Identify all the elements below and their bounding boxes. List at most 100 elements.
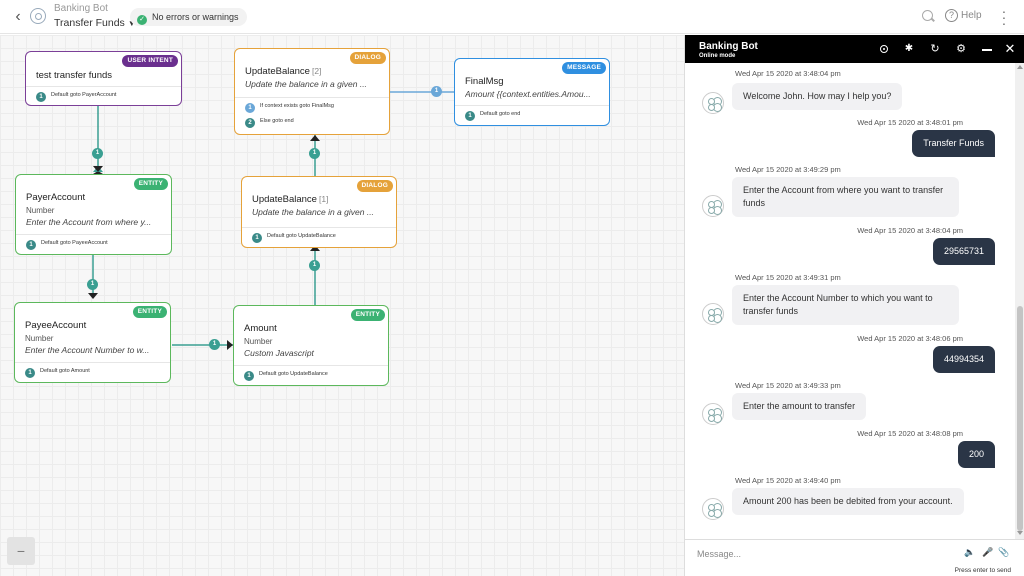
- node-divider: [234, 365, 388, 366]
- node-payer-account[interactable]: ENTITY PayerAccount Number Enter the Acc…: [15, 174, 172, 255]
- task-selector[interactable]: Transfer Funds▼: [54, 17, 136, 29]
- message-time: Wed Apr 15 2020 at 3:49:33 pm: [735, 381, 841, 390]
- chat-scrollbar[interactable]: [1015, 63, 1024, 539]
- bot-name: Banking Bot: [54, 3, 108, 14]
- node-description: Update the balance in a given ...: [252, 207, 374, 217]
- bot-avatar-icon: [702, 498, 724, 520]
- message-time: Wed Apr 15 2020 at 3:48:06 pm: [857, 334, 963, 343]
- record-icon[interactable]: [878, 43, 890, 55]
- message-bubble: 200: [957, 441, 995, 468]
- bot-avatar-icon: [702, 403, 724, 425]
- scroll-up-icon[interactable]: [1017, 65, 1023, 69]
- node-title: PayerAccount: [26, 192, 86, 203]
- connector-badge: 1: [209, 339, 220, 350]
- scroll-down-icon[interactable]: [1017, 531, 1023, 535]
- node-type-tag: DIALOG: [349, 52, 386, 64]
- chat-header: Banking Bot Online mode ✱ ↻ ⚙ ✕: [685, 35, 1024, 63]
- message-bubble: Amount 200 has been be debited from your…: [732, 488, 964, 515]
- bot-logo-icon: [30, 8, 46, 24]
- node-divider: [455, 105, 609, 106]
- message-bubble: Enter the Account from where you want to…: [732, 177, 959, 217]
- help-button[interactable]: ?Help: [945, 9, 982, 22]
- node-title: test transfer funds: [36, 70, 113, 81]
- search-icon[interactable]: [922, 10, 933, 21]
- message-time: Wed Apr 15 2020 at 3:48:01 pm: [857, 118, 963, 127]
- node-final-msg[interactable]: MESSAGE FinalMsg Amount {{context.entiti…: [454, 58, 610, 126]
- message-bubble: Enter the Account Number to which you wa…: [732, 285, 959, 325]
- help-label: Help: [961, 10, 982, 21]
- node-type-tag: ENTITY: [350, 309, 385, 321]
- zoom-out-button[interactable]: −: [7, 537, 35, 565]
- message-time: Wed Apr 15 2020 at 3:49:29 pm: [735, 165, 841, 174]
- close-icon[interactable]: ✕: [1004, 41, 1016, 56]
- connector-badge: 1: [431, 86, 442, 97]
- microphone-icon[interactable]: 🎤: [982, 547, 994, 557]
- status-badge[interactable]: ✓No errors or warnings: [130, 8, 247, 26]
- node-type-tag: USER INTENT: [122, 55, 178, 67]
- node-update-balance-1[interactable]: DIALOG UpdateBalance[1] Update the balan…: [241, 176, 397, 248]
- node-subtitle: Number: [26, 206, 55, 215]
- node-divider: [15, 362, 170, 363]
- minimize-icon[interactable]: [981, 43, 993, 55]
- message-time: Wed Apr 15 2020 at 3:48:08 pm: [857, 429, 963, 438]
- chat-panel: Banking Bot Online mode ✱ ↻ ⚙ ✕ Wed Apr …: [684, 35, 1024, 576]
- send-hint: Press enter to send: [954, 567, 1011, 574]
- node-description: Update the balance in a given ...: [245, 79, 367, 89]
- status-text: No errors or warnings: [152, 12, 239, 22]
- attachment-icon[interactable]: 📎: [998, 547, 1010, 557]
- scroll-thumb[interactable]: [1017, 306, 1023, 531]
- back-arrow-icon[interactable]: ‹: [15, 8, 21, 25]
- node-description: Enter the Account Number to w...: [25, 345, 150, 355]
- node-divider: [16, 234, 171, 235]
- message-bubble: 29565731: [932, 238, 995, 265]
- bug-icon[interactable]: ✱: [904, 43, 914, 54]
- node-amount[interactable]: ENTITY Amount Number Custom Javascript 1…: [233, 305, 389, 386]
- node-type-tag: DIALOG: [356, 180, 393, 192]
- node-type-tag: ENTITY: [132, 306, 167, 318]
- dialog-canvas[interactable]: 1 1 1 1 1 1 USER INTENT test transfer fu…: [0, 35, 684, 576]
- gear-icon[interactable]: ⚙: [956, 43, 966, 55]
- node-title: Amount: [244, 323, 277, 334]
- message-bubble: Transfer Funds: [912, 130, 995, 157]
- connector-badge: 1: [87, 279, 98, 290]
- caret-down-icon: ▼: [127, 19, 136, 28]
- chat-messages[interactable]: Wed Apr 15 2020 at 3:48:04 pm Welcome Jo…: [685, 63, 1015, 539]
- node-update-balance-2[interactable]: DIALOG UpdateBalance[2] Update the balan…: [234, 48, 390, 135]
- node-description: Enter the Account from where y...: [26, 217, 152, 227]
- refresh-icon[interactable]: ↻: [930, 43, 940, 55]
- message-time: Wed Apr 15 2020 at 3:48:04 pm: [857, 226, 963, 235]
- top-header: ‹ Banking Bot Transfer Funds▼ ✓No errors…: [0, 0, 1024, 34]
- message-time: Wed Apr 15 2020 at 3:49:40 pm: [735, 476, 841, 485]
- node-type-tag: MESSAGE: [562, 62, 606, 74]
- task-name: Transfer Funds: [54, 17, 125, 29]
- speaker-icon[interactable]: 🔈: [964, 547, 976, 557]
- message-bubble: Enter the amount to transfer: [732, 393, 867, 420]
- help-icon: ?: [945, 9, 958, 22]
- node-title: FinalMsg: [465, 76, 504, 87]
- message-input[interactable]: [697, 546, 947, 562]
- node-subtitle: Number: [244, 337, 273, 346]
- connector-badge: 1: [309, 148, 320, 159]
- node-subtitle: Number: [25, 334, 54, 343]
- node-description: Amount {{context.entities.Amou...: [465, 89, 591, 99]
- message-time: Wed Apr 15 2020 at 3:49:31 pm: [735, 273, 841, 282]
- node-divider: [26, 86, 181, 87]
- message-time: Wed Apr 15 2020 at 3:48:04 pm: [735, 69, 841, 78]
- connector-badge: 1: [92, 148, 103, 159]
- more-options-icon[interactable]: ···: [1001, 3, 1007, 31]
- node-type-tag: ENTITY: [133, 178, 168, 190]
- node-divider: [235, 97, 389, 98]
- message-bubble: Welcome John. How may I help you?: [732, 83, 903, 110]
- node-payee-account[interactable]: ENTITY PayeeAccount Number Enter the Acc…: [14, 302, 171, 383]
- message-bubble: 44994354: [932, 346, 995, 373]
- node-title: UpdateBalance[1]: [252, 194, 329, 205]
